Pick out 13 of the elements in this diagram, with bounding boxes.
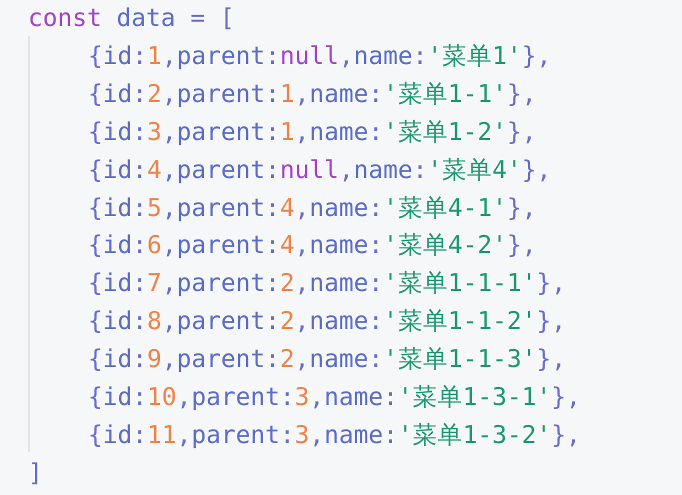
code-line: {id:9,parent:2,name:'菜单1-1-3'},	[88, 343, 566, 376]
code-line: const data = [	[28, 2, 235, 34]
code-line: {id:3,parent:1,name:'菜单1-2'},	[88, 116, 536, 148]
code-line: {id:7,parent:2,name:'菜单1-1-1'},	[88, 267, 566, 300]
code-line: {id:6,parent:4,name:'菜单4-2'},	[88, 229, 536, 262]
code-line: {id:1,parent:null,name:'菜单1'},	[88, 40, 552, 72]
code-line: {id:8,parent:2,name:'菜单1-1-2'},	[88, 305, 566, 338]
code-line: {id:2,parent:1,name:'菜单1-1'},	[88, 78, 536, 110]
code-line: {id:11,parent:3,name:'菜单1-3-2'},	[88, 418, 581, 451]
code-line: ]	[28, 456, 43, 489]
code-line: {id:5,parent:4,name:'菜单4-1'},	[88, 192, 536, 224]
code-line: {id:10,parent:3,name:'菜单1-3-1'},	[88, 381, 581, 413]
code-line: {id:4,parent:null,name:'菜单4'},	[88, 154, 552, 186]
